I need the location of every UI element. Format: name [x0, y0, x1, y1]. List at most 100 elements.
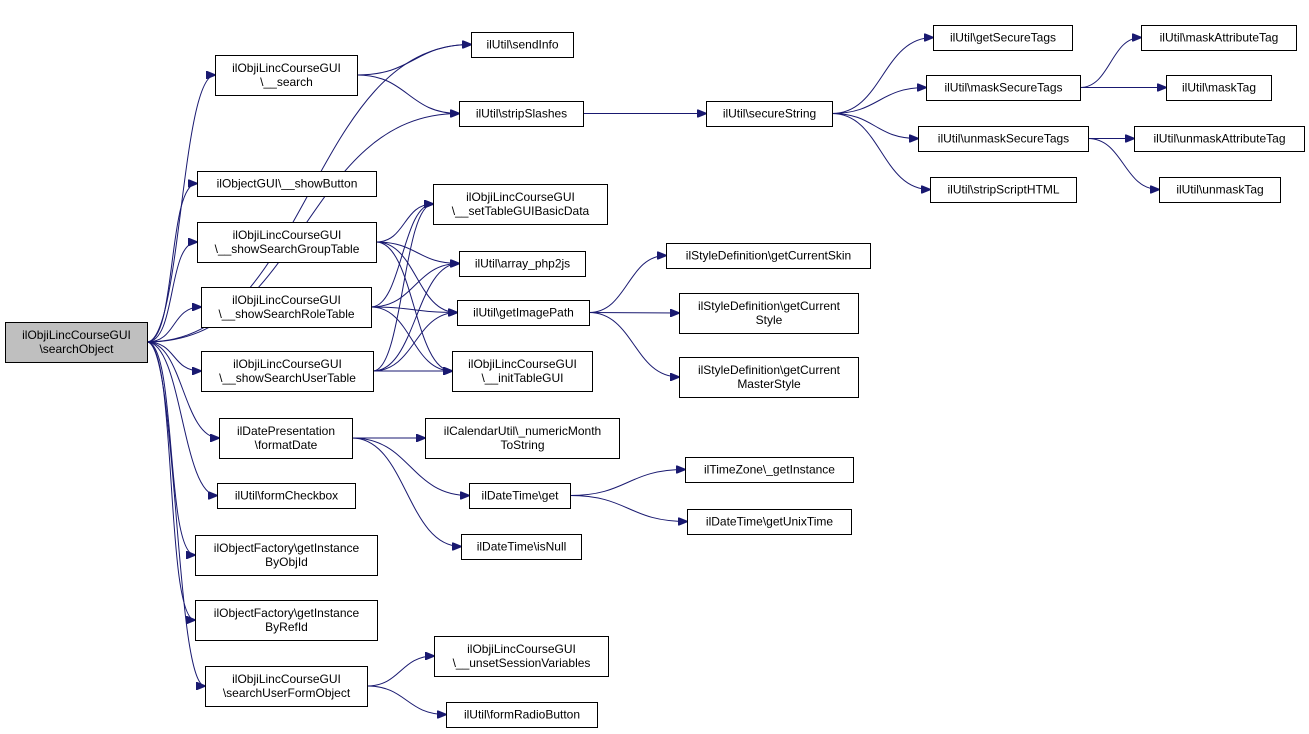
edge-search-to-send-info [356, 45, 471, 76]
node-label: \__showSearchRoleTable [218, 307, 354, 321]
node-box [201, 351, 374, 392]
node-unmask-secure-tags[interactable]: ilUtil\unmaskSecureTags [918, 126, 1089, 152]
node-unmask-tag[interactable]: ilUtil\unmaskTag [1159, 177, 1281, 203]
node-get-secure-tags[interactable]: ilUtil\getSecureTags [933, 25, 1073, 51]
node-label: ilStyleDefinition\getCurrent [698, 363, 841, 377]
node-box [433, 184, 608, 225]
node-box [930, 177, 1077, 203]
node-box [425, 418, 620, 459]
node-label: \__setTableGUIBasicData [452, 204, 590, 218]
node-array-php2js[interactable]: ilUtil\array_php2js [459, 251, 586, 277]
node-mask-secure-tags[interactable]: ilUtil\maskSecureTags [926, 75, 1081, 101]
node-label: ilUtil\formCheckbox [235, 489, 338, 503]
node-set-table-guibasic-data[interactable]: ilObjiLincCourseGUI\__setTableGUIBasicDa… [433, 184, 608, 225]
edge-root-to-show-button [146, 184, 197, 343]
node-label: ilUtil\maskTag [1182, 81, 1256, 95]
node-label: ilDateTime\getUnixTime [706, 515, 833, 529]
node-get-image-path[interactable]: ilUtil\getImagePath [457, 300, 590, 326]
node-label: MasterStyle [737, 377, 801, 391]
node-show-search-role-table[interactable]: ilObjiLincCourseGUI\__showSearchRoleTabl… [201, 287, 372, 328]
edge-dt-get-to-get-unix-time [569, 495, 687, 522]
node-label: ilCalendarUtil\_numericMonth [444, 424, 601, 438]
edge-show-search-user-table-to-get-image-path [372, 313, 457, 372]
node-label: \__unsetSessionVariables [453, 656, 591, 670]
node-show-search-user-table[interactable]: ilObjiLincCourseGUI\__showSearchUserTabl… [201, 351, 374, 392]
node-box [457, 300, 590, 326]
edge-show-search-group-table-to-array-php2js [375, 241, 459, 264]
node-search-user-form-object[interactable]: ilObjiLincCourseGUI\searchUserFormObject [205, 666, 368, 707]
node-unset-session-variables[interactable]: ilObjiLincCourseGUI\__unsetSessionVariab… [434, 636, 609, 677]
edge-show-search-user-table-to-set-table-guibasic-data [372, 204, 433, 372]
node-dt-get[interactable]: ilDateTime\get [469, 483, 571, 509]
node-box [933, 25, 1073, 51]
node-get-instance[interactable]: ilTimeZone\_getInstance [685, 457, 854, 483]
node-label: ilDateTime\get [482, 489, 560, 503]
edge-show-search-role-table-to-init-table-gui [370, 306, 452, 371]
node-label: ilUtil\secureString [723, 107, 816, 121]
edge-show-search-role-table-to-set-table-guibasic-data [370, 204, 433, 308]
edge-search-user-form-object-to-unset-session-variables [366, 656, 434, 687]
edge-root-to-show-search-user-table [146, 341, 201, 371]
edge-format-date-to-dt-get [351, 437, 469, 496]
node-label: \__initTableGUI [481, 371, 563, 385]
edge-search-user-form-object-to-form-radio-button [366, 685, 446, 715]
edge-secure-string-to-mask-secure-tags [831, 88, 926, 114]
node-get-current-skin[interactable]: ilStyleDefinition\getCurrentSkin [666, 243, 871, 269]
node-form-checkbox[interactable]: ilUtil\formCheckbox [217, 483, 356, 509]
edge-root-to-get-instance-by-obj-id [146, 341, 195, 555]
node-format-date[interactable]: ilDatePresentation\formatDate [219, 418, 353, 459]
node-label: ilUtil\maskAttributeTag [1160, 31, 1279, 45]
node-send-info[interactable]: ilUtil\sendInfo [471, 32, 574, 58]
node-box [679, 357, 859, 398]
node-init-table-gui[interactable]: ilObjiLincCourseGUI\__initTableGUI [452, 351, 593, 392]
node-label: ilUtil\unmaskTag [1176, 183, 1263, 197]
node-label: Style [756, 313, 783, 327]
node-box [201, 287, 372, 328]
node-label: ilUtil\unmaskAttributeTag [1153, 132, 1285, 146]
edge-get-image-path-to-get-current-master-style [588, 312, 679, 378]
node-label: ilUtil\getImagePath [473, 306, 574, 320]
node-mask-tag[interactable]: ilUtil\maskTag [1166, 75, 1272, 101]
node-label: ByRefId [265, 620, 308, 634]
node-box [219, 418, 353, 459]
node-get-unix-time[interactable]: ilDateTime\getUnixTime [687, 509, 852, 535]
edge-show-search-user-table-to-array-php2js [372, 264, 459, 372]
node-label: ilObjiLincCourseGUI [22, 328, 131, 342]
node-strip-slashes[interactable]: ilUtil\stripSlashes [459, 101, 584, 127]
node-box [926, 75, 1081, 101]
node-label: ilObjectGUI\__showButton [217, 177, 358, 191]
node-box [1134, 126, 1305, 152]
node-mask-attribute-tag[interactable]: ilUtil\maskAttributeTag [1141, 25, 1297, 51]
node-label: ilUtil\stripScriptHTML [947, 183, 1059, 197]
node-search[interactable]: ilObjiLincCourseGUI\__search [215, 55, 358, 96]
node-root[interactable]: ilObjiLincCourseGUI\searchObject [5, 322, 148, 363]
node-box [195, 600, 378, 641]
node-form-radio-button[interactable]: ilUtil\formRadioButton [446, 702, 598, 728]
node-show-button[interactable]: ilObjectGUI\__showButton [197, 171, 377, 197]
node-label: \__showSearchUserTable [219, 371, 356, 385]
edge-get-image-path-to-get-current-style [588, 313, 679, 314]
node-label: ilUtil\maskSecureTags [944, 81, 1062, 95]
node-box [1159, 177, 1281, 203]
node-label: ilStyleDefinition\getCurrent [698, 299, 841, 313]
node-secure-string[interactable]: ilUtil\secureString [706, 101, 833, 127]
node-label: ilUtil\array_php2js [475, 257, 570, 271]
node-show-search-group-table[interactable]: ilObjiLincCourseGUI\__showSearchGroupTab… [197, 222, 377, 263]
node-label: \searchUserFormObject [223, 686, 351, 700]
node-label: ilUtil\formRadioButton [464, 708, 580, 722]
node-box [434, 636, 609, 677]
edge-dt-get-to-get-instance [569, 470, 685, 496]
node-label: \__search [260, 75, 313, 89]
node-label: ilObjiLincCourseGUI [232, 672, 341, 686]
edge-show-search-group-table-to-get-image-path [375, 241, 457, 313]
node-label: ilObjiLincCourseGUI [466, 190, 575, 204]
node-strip-script-html[interactable]: ilUtil\stripScriptHTML [930, 177, 1077, 203]
node-is-null[interactable]: ilDateTime\isNull [461, 534, 582, 560]
node-label: ilObjectFactory\getInstance [214, 606, 360, 620]
node-unmask-attribute-tag[interactable]: ilUtil\unmaskAttributeTag [1134, 126, 1305, 152]
